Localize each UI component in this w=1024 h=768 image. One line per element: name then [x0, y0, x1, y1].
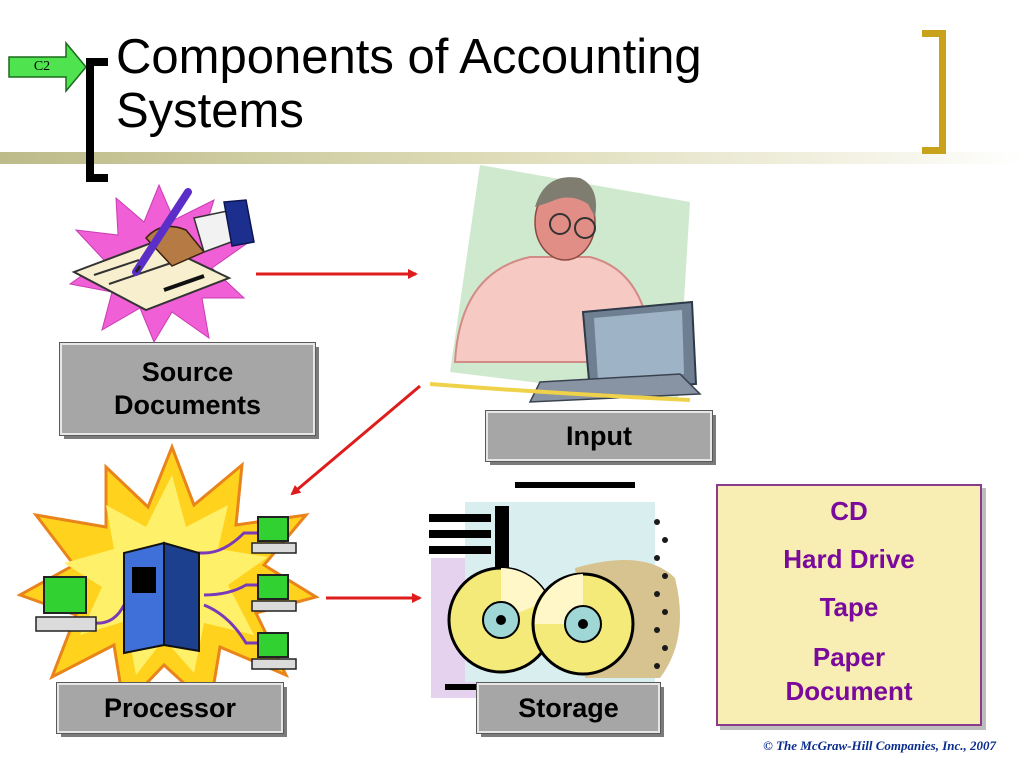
- copyright-notice: © The McGraw-Hill Companies, Inc., 2007: [763, 738, 996, 753]
- workstation-icon-1: [251, 516, 297, 554]
- media-item-tape: Tape: [819, 592, 879, 622]
- input-label: Input: [485, 410, 713, 462]
- source-documents-label: Source Documents: [59, 342, 316, 436]
- title-line-2: Systems: [116, 84, 304, 138]
- workstation-icon-2: [251, 574, 297, 612]
- storage-media-clipart-icon: [429, 482, 680, 698]
- processor-label: Processor: [56, 682, 284, 734]
- storage-label: Storage: [476, 682, 661, 734]
- media-item-cd: CD: [830, 496, 868, 526]
- right-bracket: [922, 30, 946, 154]
- left-bracket: [86, 58, 108, 182]
- media-item-document: Document: [785, 676, 913, 706]
- title-rule: [0, 152, 1024, 164]
- source-label-line-2: Documents: [113, 390, 262, 420]
- title-line-1: Components of Accounting: [116, 30, 702, 84]
- c2-marker: C2: [6, 40, 88, 94]
- workstation-icon-3: [251, 632, 297, 670]
- storage-media-box: CD Hard Drive Tape Paper Document: [716, 484, 982, 726]
- marker-label: C2: [33, 59, 51, 74]
- arrow-input-to-processor: [290, 384, 421, 496]
- workstation-icon-4: [35, 576, 97, 632]
- media-item-hard-drive: Hard Drive: [783, 544, 915, 574]
- media-item-paper: Paper: [812, 642, 886, 672]
- processor-network-clipart-icon: [16, 442, 320, 711]
- source-label-line-1: Source: [141, 357, 234, 388]
- source-document-clipart-icon: [68, 183, 255, 344]
- slide-title: Components of Accounting Systems: [116, 30, 876, 138]
- marker-arrow-icon: [8, 40, 87, 94]
- computer-user-clipart-icon: [429, 165, 702, 403]
